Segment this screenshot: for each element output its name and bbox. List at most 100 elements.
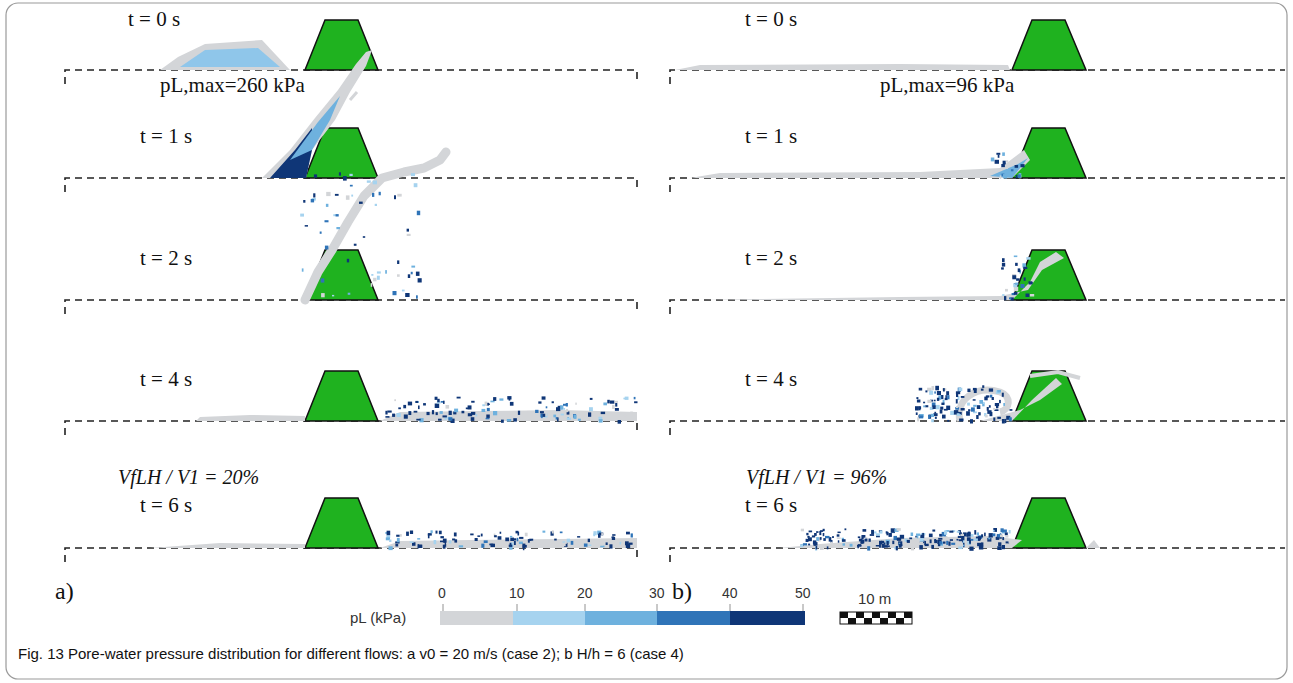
time-label: t = 0 s [128,8,180,31]
particle [499,398,503,400]
particle [445,417,447,420]
particle [911,547,914,551]
time-label: t = 2 s [140,247,192,270]
particle [987,410,991,414]
particle [387,531,391,535]
particle [924,541,926,545]
particle [1001,164,1005,167]
particle [471,417,475,421]
particle [959,419,963,422]
particle [416,295,418,298]
scale-bar [840,612,912,624]
particle [995,160,999,164]
particle [838,532,841,534]
particle [528,411,530,413]
particle [385,270,387,274]
particle [925,405,928,407]
particle [336,214,339,216]
particle [825,536,830,538]
particle [1014,256,1018,258]
particle [977,532,979,535]
particle [923,402,925,404]
particle [348,293,351,295]
particle [519,542,523,545]
particle [601,412,605,414]
ground-line [65,178,637,192]
particle [946,541,948,545]
particle [958,541,962,545]
particle [925,390,927,392]
particle [498,536,502,540]
particle [535,410,538,413]
particle [347,259,349,263]
particle [416,272,420,276]
time-label: t = 1 s [140,125,192,148]
particle [321,278,325,282]
particle [930,534,932,536]
particle [398,407,401,409]
particle [871,530,874,534]
particle [373,278,376,282]
debris-flow [1086,540,1100,548]
particle [416,419,420,421]
particle [857,545,859,549]
particle [917,417,919,421]
particle [957,539,959,541]
particle [1016,175,1018,178]
particle [827,546,829,549]
particle [415,401,418,403]
particle [528,541,530,543]
particle [314,174,317,177]
particle [1005,419,1007,423]
particle [626,532,630,535]
particle [560,532,563,534]
particle [440,536,444,538]
tick-label: 30 [649,586,665,601]
particle [930,539,932,543]
particle [918,406,920,410]
particle [371,283,373,287]
particle [485,402,488,406]
particle [997,534,1000,538]
particle [997,417,1001,419]
particle [958,536,962,538]
particle [351,195,353,197]
particle [454,533,457,537]
particle [979,546,983,550]
particle [997,534,1000,537]
annotation: 10 m [858,591,891,608]
particle [404,415,408,419]
debris-flow [380,410,637,421]
particle [934,412,936,414]
barrier [305,371,378,421]
particle [528,539,532,541]
particle [891,528,895,533]
particle [803,543,807,545]
particle [488,404,490,406]
particle [916,412,918,415]
particle [961,396,965,398]
particle [397,194,401,197]
particle [624,414,627,416]
particle [894,536,898,540]
particle [815,547,817,551]
particle [931,545,934,549]
particle [431,530,433,533]
particle [1002,419,1005,424]
particle [435,397,438,400]
particle [417,538,420,540]
particle [377,276,380,280]
debris-flow [980,378,1062,421]
particle [931,414,934,417]
particle [1015,283,1018,285]
particle [858,536,861,538]
particle [1006,160,1009,162]
particle [443,401,445,404]
particle [563,404,567,406]
particle [510,536,512,538]
debris-flow [380,538,637,548]
particle [863,529,867,532]
particle [482,404,485,406]
particle [507,419,511,422]
particle [942,415,946,419]
